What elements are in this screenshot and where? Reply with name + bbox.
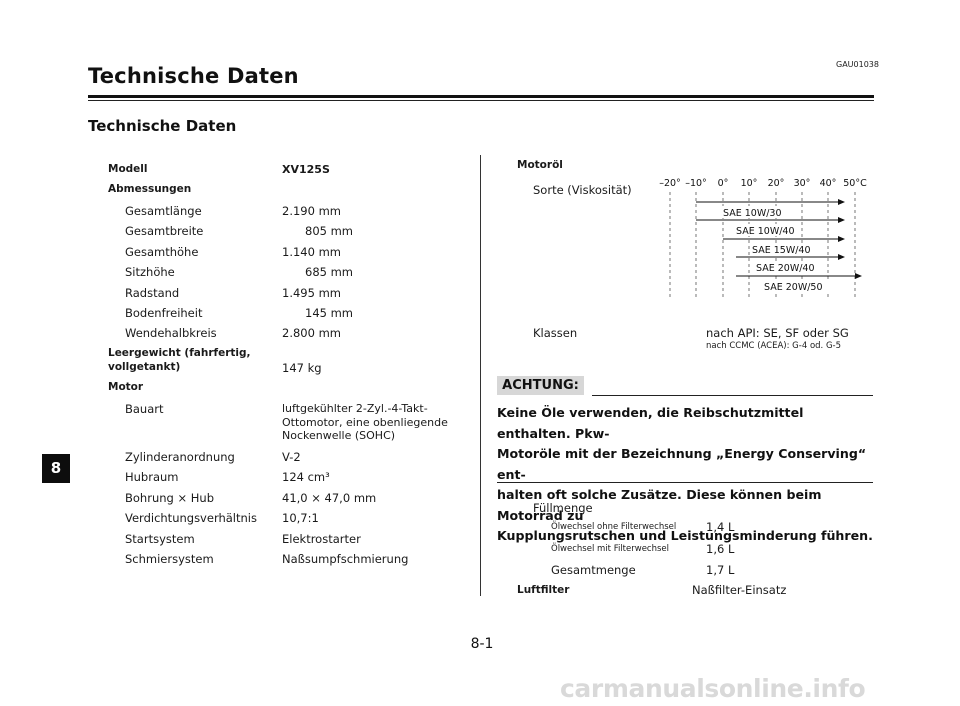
caution-bottom-rule <box>497 482 873 483</box>
document-code: GAU01038 <box>836 60 879 69</box>
klassen-value: nach API: SE, SF oder SG <box>706 326 849 340</box>
arrow-icon <box>838 236 845 242</box>
spec-value: V-2 <box>282 450 301 464</box>
title-rule-thin <box>88 100 874 101</box>
grade-label-bg <box>751 243 817 255</box>
modell-label: Modell <box>108 163 148 175</box>
viscosity-chart: –20° –10° 0° 10° 20° 30° 40° 50°C SAE 10W/30SAE… <box>659 178 867 300</box>
fill-row-label: Ölwechsel mit Filterwechsel <box>551 544 670 554</box>
fill-row-value: 1,6 L <box>706 542 735 556</box>
spec-value: 145 mm <box>305 306 354 320</box>
arrow-icon <box>838 217 845 223</box>
temp-tick-label: 10° <box>741 178 758 189</box>
spec-label: Bohrung × Hub <box>125 491 215 505</box>
fill-row-value: 1,7 L <box>706 563 735 577</box>
spec-value: 41,0 × 47,0 mm <box>282 491 377 505</box>
spec-value: Elektrostarter <box>282 532 361 546</box>
luftfilter-value: Naßfilter-Einsatz <box>692 583 787 597</box>
watermark: carmanualsonline.info <box>560 674 866 703</box>
spec-value: Naßsumpfschmierung <box>282 552 409 566</box>
spec-label: Sitzhöhe <box>125 265 175 279</box>
temp-tick-label: –10° <box>685 178 707 189</box>
spec-value: 2.800 mm <box>282 326 341 340</box>
grade-label: SAE 20W/40 <box>756 263 815 274</box>
fill-row-value: 1,4 L <box>706 520 735 534</box>
spec-value-line3: Nockenwelle (SOHC) <box>282 429 396 442</box>
fuellmenge-label: Füllmenge <box>533 501 593 515</box>
temp-tick-label: –20° <box>659 178 681 189</box>
spec-label: Hubraum <box>125 470 179 484</box>
spec-value: 1.495 mm <box>282 286 341 300</box>
spec-label: Schmiersystem <box>125 552 214 566</box>
column-divider <box>480 155 481 596</box>
grade-label: SAE 20W/50 <box>764 282 823 293</box>
spec-value: 124 cm³ <box>282 470 330 484</box>
leergewicht-value: 147 kg <box>282 361 322 375</box>
page-title: Technische Daten <box>88 64 299 88</box>
leergewicht-label-2: vollgetankt) <box>108 361 181 373</box>
motoroel-label: Motoröl <box>517 159 563 171</box>
spec-value: 1.140 mm <box>282 245 341 259</box>
spec-label: Startsystem <box>125 532 195 546</box>
temp-tick-label: 30° <box>794 178 811 189</box>
arrow-icon <box>838 254 845 260</box>
temp-tick-label: 40° <box>820 178 837 189</box>
title-rule-thick <box>88 95 874 98</box>
section-title: Technische Daten <box>88 117 237 135</box>
spec-value: 685 mm <box>305 265 354 279</box>
leergewicht-label: Leergewicht (fahrfertig, <box>108 347 251 359</box>
caution-line: halten oft solche Zusätze. Diese können … <box>497 487 822 523</box>
spec-value: luftgekühlter 2-Zyl.-4-Takt- <box>282 402 428 415</box>
motor-label: Motor <box>108 381 144 393</box>
grade-label: SAE 10W/40 <box>736 226 795 237</box>
caution-line: Keine Öle verwenden, die Reibschutzmitte… <box>497 405 804 441</box>
klassen-value-2: nach CCMC (ACEA): G-4 od. G-5 <box>706 341 842 351</box>
spec-value-line2: Ottomotor, eine obenliegende <box>282 416 448 429</box>
arrow-icon <box>855 273 862 279</box>
temp-tick-label: 0° <box>718 178 729 189</box>
sorte-label: Sorte (Viskosität) <box>533 183 632 197</box>
spec-label: Bauart <box>125 402 164 416</box>
grade-label-bg <box>722 206 788 218</box>
klassen-label: Klassen <box>533 326 578 340</box>
spec-label: Gesamthöhe <box>125 245 199 259</box>
grade-label-bg <box>763 280 829 292</box>
arrow-icon <box>838 199 845 205</box>
caution-top-rule <box>592 395 873 396</box>
caution-line: Kupplungsrutschen und Leistungsminderung… <box>497 528 873 543</box>
spec-label: Gesamtbreite <box>125 224 204 238</box>
spec-label: Zylinderanordnung <box>125 450 235 464</box>
caution-text: Keine Öle verwenden, die Reibschutzmitte… <box>497 403 877 547</box>
grade-label: SAE 15W/40 <box>752 245 811 256</box>
grade-label: SAE 10W/30 <box>723 208 782 219</box>
spec-value: 10,7:1 <box>282 511 319 525</box>
spec-value: 805 mm <box>305 224 354 238</box>
caution-line: Motoröle mit der Bezeichnung „Energy Con… <box>497 446 867 482</box>
caution-tag: ACHTUNG: <box>497 376 584 395</box>
modell-value: XV125S <box>282 163 330 176</box>
fill-row-label: Ölwechsel ohne Filterwechsel <box>551 522 677 532</box>
spec-label: Verdichtungsverhältnis <box>125 511 257 525</box>
chapter-tab: 8 <box>42 454 70 483</box>
temp-tick-label: 20° <box>768 178 785 189</box>
grade-label-bg <box>735 224 801 236</box>
spec-value: 2.190 mm <box>282 204 341 218</box>
spec-label: Wendehalbkreis <box>125 326 217 340</box>
spec-label: Radstand <box>125 286 180 300</box>
luftfilter-label: Luftfilter <box>517 584 570 596</box>
fill-row-label: Gesamtmenge <box>551 563 636 577</box>
page-number: 8-1 <box>470 636 494 652</box>
spec-label: Gesamtlänge <box>125 204 202 218</box>
temp-tick-label: 50°C <box>843 178 867 189</box>
abmessungen-label: Abmessungen <box>108 183 192 195</box>
grade-label-bg <box>755 261 821 273</box>
spec-label: Bodenfreiheit <box>125 306 203 320</box>
